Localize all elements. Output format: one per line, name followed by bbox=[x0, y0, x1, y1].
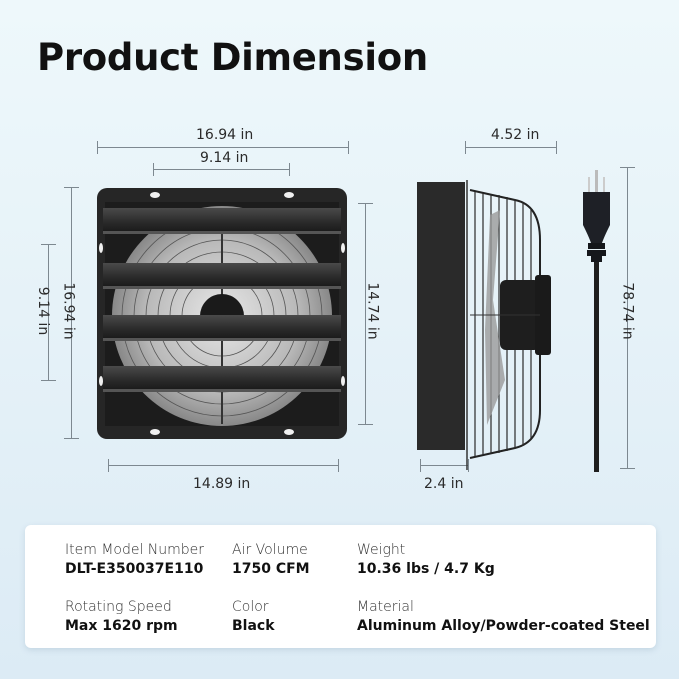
spec-air-volume: Air Volume 1750 CFM bbox=[232, 542, 310, 577]
spec-value: Max 1620 rpm bbox=[65, 618, 178, 634]
exhaust-fan-front-view bbox=[97, 188, 347, 439]
dim-front-overall-height-label: 16.94 in bbox=[60, 282, 77, 340]
dim-cord-length-label: 78.74 in bbox=[619, 282, 636, 340]
dim-front-inner-width-label: 9.14 in bbox=[200, 150, 249, 166]
spec-label: Color bbox=[232, 599, 269, 615]
spec-weight: Weight 10.36 lbs / 4.7 Kg bbox=[357, 542, 495, 577]
spec-value: Black bbox=[232, 618, 275, 634]
spec-material: Material Aluminum Alloy/Powder-coated St… bbox=[357, 599, 650, 634]
dim-front-overall-height-line bbox=[64, 187, 79, 439]
dim-front-inner-height-label: 9.14 in bbox=[35, 286, 52, 336]
dim-front-overall-width-line bbox=[97, 141, 349, 154]
exhaust-fan-side-view bbox=[417, 180, 551, 470]
spec-value: Aluminum Alloy/Powder-coated Steel bbox=[357, 618, 650, 634]
dim-cord-length-line bbox=[620, 167, 635, 469]
spec-label: Air Volume bbox=[232, 542, 308, 558]
dim-front-overall-width-label: 16.94 in bbox=[196, 127, 254, 143]
dim-front-right-height-label: 14.74 in bbox=[364, 282, 381, 340]
dim-side-frame-depth-line bbox=[420, 459, 469, 472]
spec-label: Rotating Speed bbox=[65, 599, 172, 615]
spec-color: Color Black bbox=[232, 599, 275, 634]
dim-front-right-height-line bbox=[358, 203, 373, 425]
spec-label: Material bbox=[357, 599, 414, 615]
spec-model-number: Item Model Number DLT-E350037E110 bbox=[65, 542, 204, 577]
dim-side-depth-line bbox=[465, 141, 557, 154]
dim-front-bottom-width-label: 14.89 in bbox=[193, 476, 251, 492]
spec-value: 1750 CFM bbox=[232, 561, 310, 577]
spec-value: DLT-E350037E110 bbox=[65, 561, 204, 577]
dim-front-inner-width-line bbox=[153, 163, 290, 176]
spec-value: 10.36 lbs / 4.7 Kg bbox=[357, 561, 495, 577]
spec-card: Item Model Number DLT-E350037E110 Air Vo… bbox=[25, 525, 656, 648]
dim-side-frame-depth-label: 2.4 in bbox=[424, 476, 464, 492]
page-title: Product Dimension bbox=[37, 36, 428, 79]
spec-rotating-speed: Rotating Speed Max 1620 rpm bbox=[65, 599, 178, 634]
power-plug-and-cord bbox=[583, 170, 610, 472]
spec-label: Weight bbox=[357, 542, 406, 558]
dim-side-depth-label: 4.52 in bbox=[491, 127, 540, 143]
dim-front-inner-height-line bbox=[41, 244, 56, 381]
dim-front-bottom-width-line bbox=[108, 459, 339, 472]
spec-label: Item Model Number bbox=[65, 542, 205, 558]
